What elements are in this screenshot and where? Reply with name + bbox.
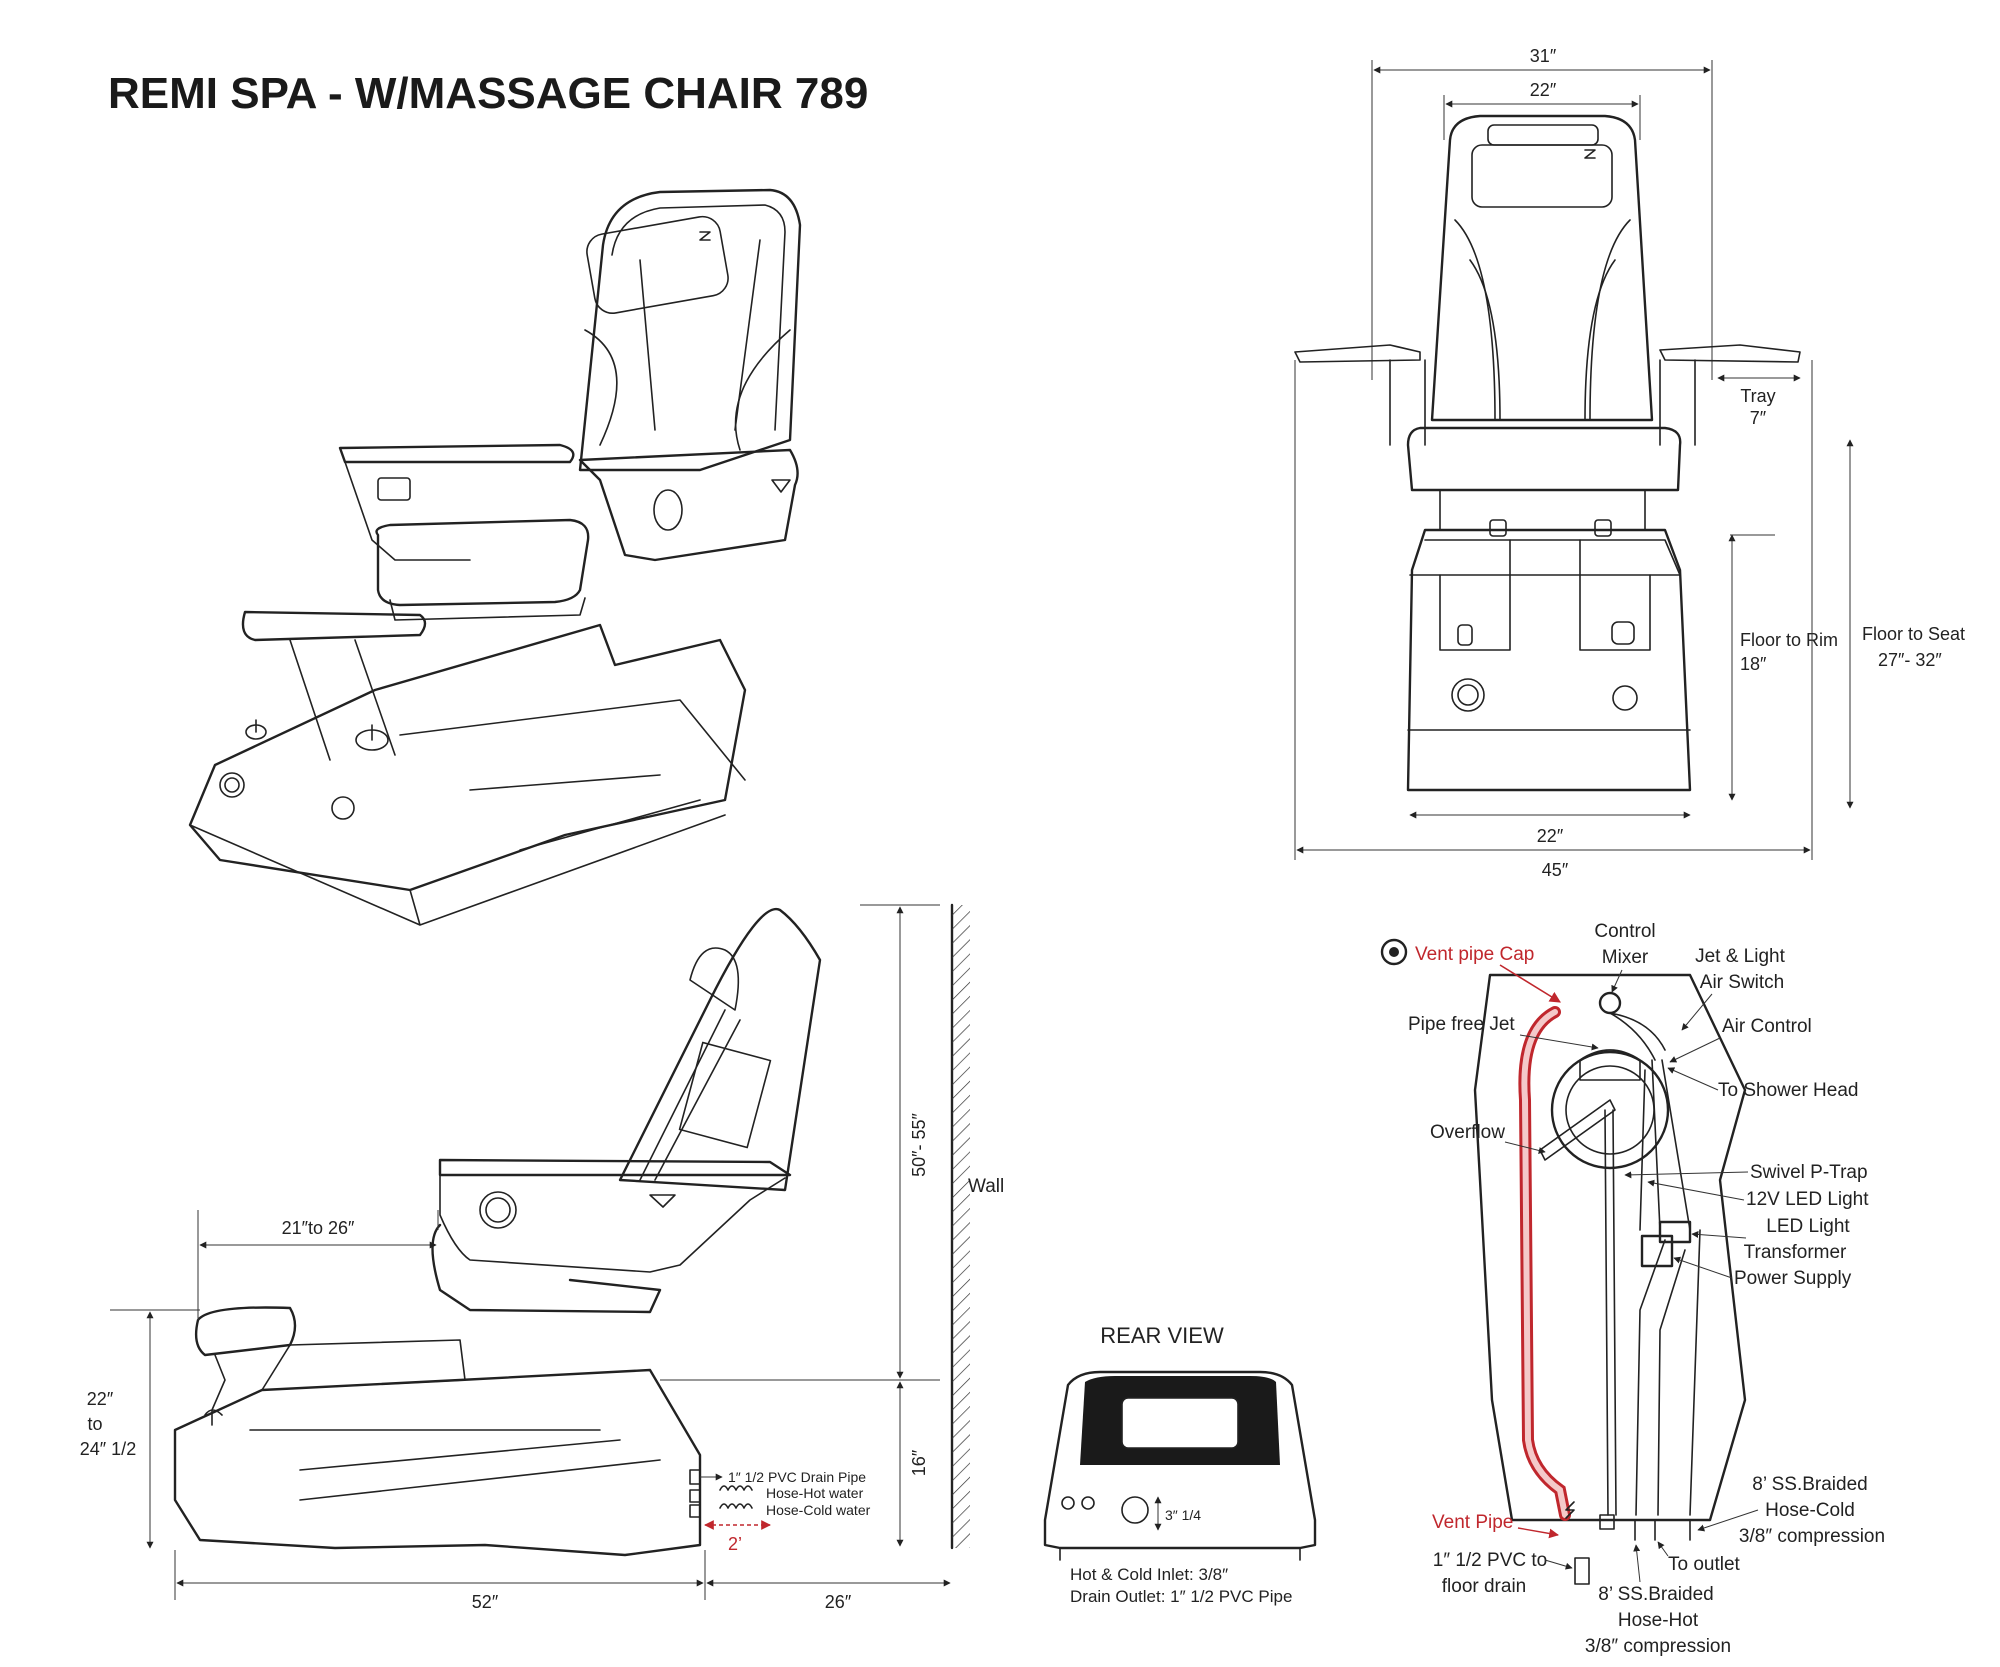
- conn-drain-pipe: 1″ 1/2 PVC Drain Pipe: [728, 1469, 866, 1485]
- footrest-range-dim: 21″to 26″: [282, 1218, 355, 1238]
- shower-head-label: To Shower Head: [1718, 1080, 1858, 1101]
- perspective-view: [188, 188, 802, 926]
- hose-hot-label-2: Hose-Hot: [1618, 1610, 1699, 1631]
- headrest: [586, 215, 729, 314]
- led-12v-label: 12V LED Light: [1746, 1189, 1869, 1210]
- hose-cold-label-1: 8’ SS.Braided: [1752, 1474, 1867, 1495]
- jet-light-label-2: Air Switch: [1700, 972, 1784, 993]
- p-trap-label: Swivel P-Trap: [1750, 1162, 1868, 1183]
- front-view: 31″ 22″ Tray 7″ Floor to Rim 18″: [1294, 46, 1965, 880]
- seat-dim: 27″- 32″: [1878, 650, 1942, 670]
- jet-light-label-1: Jet & Light: [1695, 946, 1785, 967]
- rim-label: Floor to Rim: [1740, 630, 1838, 650]
- vent-pipe-label: Vent Pipe: [1432, 1512, 1513, 1533]
- pvc-drain-label-2: floor drain: [1442, 1576, 1527, 1597]
- inlet-note: Hot & Cold Inlet: 3/8″: [1070, 1565, 1228, 1584]
- length-dim: 52″: [472, 1592, 499, 1612]
- control-mixer-label-1: Control: [1594, 921, 1655, 942]
- conn-hot-water: Hose-Hot water: [766, 1485, 864, 1501]
- rim-dim: 18″: [1740, 654, 1767, 674]
- control-mixer-label-2: Mixer: [1602, 947, 1649, 968]
- tray-label: Tray: [1740, 386, 1775, 406]
- hose-hot-label-1: 8’ SS.Braided: [1598, 1584, 1713, 1605]
- overflow-label: Overflow: [1430, 1122, 1505, 1143]
- back-width-dim: 22″: [1530, 80, 1557, 100]
- drain-note: Drain Outlet: 1″ 1/2 PVC Pipe: [1070, 1587, 1292, 1606]
- overall-width-dim: 31″: [1530, 46, 1557, 66]
- hose-cold-label-2: Hose-Cold: [1765, 1500, 1855, 1521]
- rear-view: REAR VIEW 3″ 1/4 Hot & Cold Inlet: 3/8″ …: [1043, 1323, 1317, 1606]
- base-width-dim: 22″: [1537, 826, 1564, 846]
- wall-label: Wall: [968, 1176, 1004, 1197]
- rear-view-title: REAR VIEW: [1100, 1323, 1224, 1348]
- power-supply-label: Power Supply: [1734, 1268, 1852, 1289]
- footrest-height-dim-3: 24″ 1/2: [80, 1439, 136, 1459]
- footrest-height-dim-2: to: [87, 1414, 102, 1434]
- height-range-dim: 50″- 55″: [909, 1112, 929, 1176]
- total-width-dim: 45″: [1542, 860, 1569, 880]
- plumbing-view: Vent pipe Cap Control Mixer Jet & Light …: [1380, 921, 1885, 1657]
- tray-dim: 7″: [1750, 408, 1767, 428]
- led-transformer-label-1: LED Light: [1766, 1216, 1850, 1237]
- air-control-label: Air Control: [1722, 1016, 1812, 1037]
- basin-height-dim: 16″: [909, 1449, 929, 1476]
- hose-hot-label-3: 3/8″ compression: [1585, 1636, 1731, 1657]
- inlet-dim: 3″ 1/4: [1165, 1507, 1201, 1523]
- side-view: 1″ 1/2 PVC Drain Pipe Hose-Hot water Hos…: [80, 903, 1004, 1612]
- page-title: REMI SPA - W/MASSAGE CHAIR 789: [108, 69, 868, 118]
- pipe-spacing-dim: 2’: [728, 1534, 742, 1554]
- footrest-height-dim-1: 22″: [87, 1389, 114, 1409]
- hose-cold-label-3: 3/8″ compression: [1739, 1526, 1885, 1547]
- led-transformer-label-2: Transformer: [1744, 1242, 1847, 1263]
- conn-cold-water: Hose-Cold water: [766, 1502, 871, 1518]
- to-outlet-label: To outlet: [1668, 1554, 1741, 1575]
- pvc-drain-label-1: 1″ 1/2 PVC to: [1433, 1550, 1547, 1571]
- pipe-free-jet-label: Pipe free Jet: [1408, 1014, 1515, 1035]
- headrest: [1471, 144, 1613, 208]
- wall-clearance-dim: 26″: [825, 1592, 852, 1612]
- vent-cap-icon: [1380, 938, 1408, 966]
- seat-label: Floor to Seat: [1862, 624, 1965, 644]
- vent-pipe-cap-label: Vent pipe Cap: [1415, 944, 1534, 965]
